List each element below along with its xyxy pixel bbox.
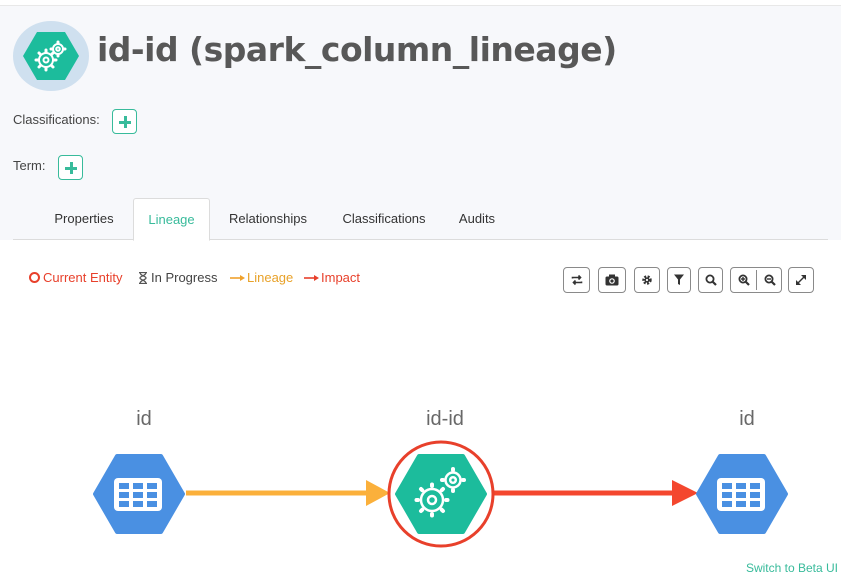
refresh-icon <box>571 274 582 286</box>
fullscreen-icon <box>796 275 806 285</box>
screenshot-button[interactable] <box>598 267 626 293</box>
gears-hexagon-icon <box>23 32 79 80</box>
entity-avatar <box>13 21 89 91</box>
legend-in-progress: In Progress <box>138 270 217 285</box>
legend-lineage: Lineage <box>230 270 293 285</box>
node-process-current[interactable] <box>387 440 495 548</box>
zoom-out-icon <box>764 274 776 286</box>
tab-relationships[interactable]: Relationships <box>228 211 308 226</box>
legend-current-entity: Current Entity <box>29 270 122 285</box>
zoom-controls <box>730 267 782 293</box>
fullscreen-button[interactable] <box>788 267 814 293</box>
legend-impact-label: Impact <box>321 270 361 285</box>
filter-button[interactable] <box>667 267 691 293</box>
top-border <box>0 0 841 6</box>
legend-lineage-label: Lineage <box>247 270 294 285</box>
table-hexagon-icon <box>696 454 788 534</box>
tab-classifications[interactable]: Classifications <box>342 211 426 226</box>
legend-current-entity-label: Current Entity <box>43 270 123 285</box>
refresh-button[interactable] <box>563 267 590 293</box>
node-label-target: id <box>739 408 755 430</box>
tab-properties[interactable]: Properties <box>54 211 114 226</box>
zoom-in-button[interactable] <box>731 268 756 292</box>
ring-icon <box>29 272 40 283</box>
lineage-graph[interactable] <box>0 300 841 570</box>
camera-icon <box>605 274 619 286</box>
tab-lineage[interactable]: Lineage <box>133 198 210 241</box>
gears-hexagon-icon <box>395 454 487 534</box>
node-source-table[interactable] <box>93 454 185 534</box>
tab-audits[interactable]: Audits <box>458 211 496 226</box>
add-classification-button[interactable] <box>112 109 137 134</box>
edge-lineage <box>186 480 390 506</box>
page-title: id-id (spark_column_lineage) <box>97 30 617 69</box>
switch-to-beta-link[interactable]: Switch to Beta UI <box>745 561 838 575</box>
search-button[interactable] <box>698 267 723 293</box>
node-label-source: id <box>136 408 152 430</box>
search-icon <box>705 274 717 286</box>
legend-impact: Impact <box>304 270 360 285</box>
arrow-right-icon <box>230 275 245 281</box>
edge-impact <box>492 480 698 506</box>
term-label: Term: <box>13 158 46 173</box>
zoom-out-button[interactable] <box>757 268 782 292</box>
zoom-divider <box>756 270 757 290</box>
add-term-button[interactable] <box>58 155 83 180</box>
tab-bar: Properties Lineage Relationships Classif… <box>13 198 828 241</box>
settings-button[interactable] <box>634 267 660 293</box>
node-target-table[interactable] <box>696 454 788 534</box>
settings-icon <box>642 275 652 285</box>
classifications-label: Classifications: <box>13 112 100 127</box>
arrow-right-icon <box>304 275 319 281</box>
node-label-process: id-id <box>426 408 464 430</box>
filter-icon <box>674 274 684 285</box>
zoom-in-icon <box>738 274 750 286</box>
table-hexagon-icon <box>93 454 185 534</box>
legend-in-progress-label: In Progress <box>151 270 218 285</box>
hourglass-icon <box>139 272 147 284</box>
